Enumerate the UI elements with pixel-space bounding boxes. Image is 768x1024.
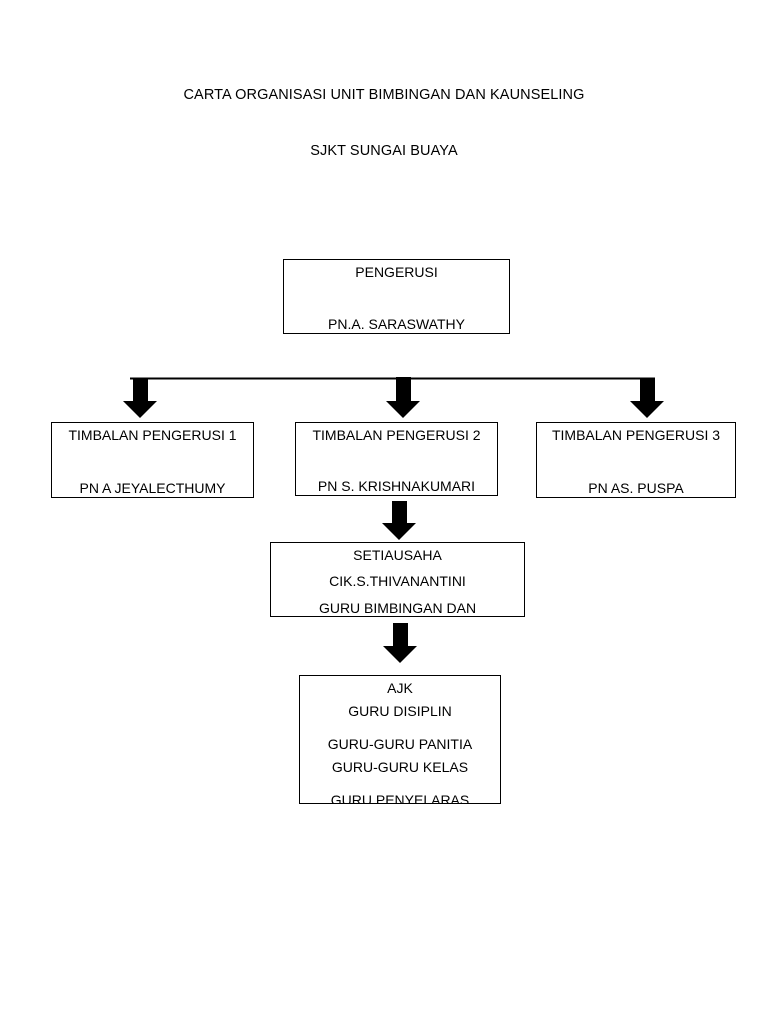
chairman-role: PENGERUSI — [355, 264, 438, 280]
arrow-to-deputy-3 — [630, 379, 664, 418]
committee-member: GURU DISIPLIN — [348, 703, 452, 719]
secretary-role: SETIAUSAHA — [353, 547, 442, 563]
committee-member: GURU-GURU KELAS — [331, 759, 469, 775]
secretary-name: CIK.S.THIVANANTINI — [329, 573, 466, 589]
arrow-to-committee — [383, 623, 417, 663]
chart-subtitle: SJKT SUNGAI BUAYA — [310, 143, 458, 159]
chairman-name: PN.A. SARASWATHY — [328, 316, 465, 332]
committee-role: AJK — [387, 680, 413, 696]
committee-box: AJK GURU DISIPLIN GURU-GURU PANITIA GURU… — [299, 675, 501, 804]
secretary-note: GURU BIMBINGAN DAN — [318, 600, 477, 616]
chart-title: CARTA ORGANISASI UNIT BIMBINGAN DAN KAUN… — [183, 87, 585, 103]
deputy-1-name: PN A JEYALECTHUMY — [79, 480, 226, 496]
deputy-3-name: PN AS. PUSPA — [588, 480, 684, 496]
arrow-to-secretary — [382, 501, 416, 540]
committee-member: GURU-GURU PANITIA — [327, 736, 473, 752]
deputy-2-name: PN S. KRISHNAKUMARI — [317, 478, 476, 494]
deputy-3-box: TIMBALAN PENGERUSI 3 PN AS. PUSPA — [536, 422, 736, 498]
arrow-to-deputy-2 — [386, 377, 420, 418]
deputy-3-role: TIMBALAN PENGERUSI 3 — [551, 427, 721, 443]
deputy-2-box: TIMBALAN PENGERUSI 2 PN S. KRISHNAKUMARI — [295, 422, 498, 496]
committee-member: GURU PENYELARAS — [330, 792, 470, 804]
chairman-box: PENGERUSI PN.A. SARASWATHY — [283, 259, 510, 334]
secretary-box: SETIAUSAHA CIK.S.THIVANANTINI GURU BIMBI… — [270, 542, 525, 617]
deputy-1-box: TIMBALAN PENGERUSI 1 PN A JEYALECTHUMY — [51, 422, 254, 498]
arrow-to-deputy-1 — [123, 379, 157, 418]
deputy-1-role: TIMBALAN PENGERUSI 1 — [68, 427, 237, 443]
deputy-2-role: TIMBALAN PENGERUSI 2 — [312, 427, 481, 443]
